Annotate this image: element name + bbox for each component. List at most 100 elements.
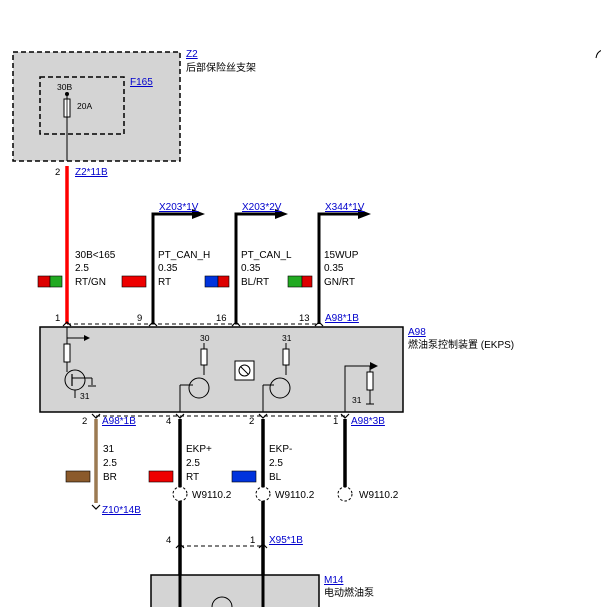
pin-number: 16 — [216, 313, 227, 324]
splice-symbol[interactable] — [255, 486, 271, 502]
top-connector-label[interactable]: A98*1B — [325, 313, 359, 324]
fuse-box-out-connector[interactable]: Z2*11B — [75, 167, 108, 178]
pin-chevron — [91, 504, 101, 510]
wire-color-code: RT — [158, 277, 171, 288]
wire-signal: EKP- — [269, 444, 292, 455]
splice-symbol[interactable] — [172, 486, 188, 502]
pump-connector-label[interactable]: X95*1B — [269, 535, 303, 546]
pin-number: 13 — [299, 313, 310, 324]
output-connector-label[interactable]: X203*2V — [242, 202, 282, 213]
pin-chevron — [258, 543, 268, 549]
ekps-name: 燃油泵控制装置 (EKPS) — [408, 338, 514, 351]
color-swatch-a — [37, 275, 51, 288]
color-swatch — [121, 275, 147, 288]
wire-signal: 31 — [103, 444, 115, 455]
pin-chevron — [175, 413, 185, 419]
color-swatch-a — [287, 275, 303, 288]
fuse-box-name: 后部保险丝支架 — [186, 61, 256, 74]
circuit-line — [344, 365, 370, 412]
wire-size: 0.35 — [241, 263, 261, 274]
color-swatch-b — [301, 275, 313, 288]
pin-number: 9 — [137, 313, 142, 324]
wire-signal: 15WUP — [324, 250, 359, 261]
arrow-head — [192, 209, 205, 219]
bottom-connector: 2 A98*1B 4 2 1 A98*3B — [82, 413, 385, 427]
bottom-wire-labels: 31 2.5 BR EKP+ 2.5 RT EKP- 2.5 BL — [65, 444, 292, 483]
pin-chevron — [258, 413, 268, 419]
sensor-circle-symbol — [238, 364, 251, 377]
wire-color-code: BL — [269, 472, 282, 483]
pin-number: 2 — [249, 416, 254, 427]
output-arrows: X203*1V X203*2V X344*1V — [151, 202, 371, 219]
ekps-body[interactable] — [39, 326, 404, 413]
splices: W9110.2 W9110.2 W9110.2 — [172, 486, 399, 502]
terminal-30-label: 30 — [200, 333, 210, 343]
resistor-symbol — [282, 348, 290, 366]
transistor-symbol — [188, 377, 210, 399]
ekps-right-circuit: 31 — [344, 362, 378, 412]
ekps-middle-circuit: 30 31 — [179, 333, 292, 412]
output-arrow-x203-1v[interactable]: X203*1V — [151, 202, 205, 219]
color-swatch-b — [49, 275, 63, 288]
fuel-pump: M14 电动燃油泵 — [150, 574, 374, 607]
wire-size: 2.5 — [269, 458, 283, 469]
output-connector-label[interactable]: X344*1V — [325, 202, 365, 213]
ekps-ref[interactable]: A98 — [408, 327, 426, 338]
arrow-shape — [151, 212, 193, 216]
pin-number: 1 — [333, 416, 338, 427]
ground-label: 31 — [352, 395, 362, 405]
wire-color-code: RT — [186, 472, 199, 483]
fuel-pump-body[interactable] — [150, 574, 320, 607]
splice-label: W9110.2 — [192, 490, 232, 501]
output-arrow-x203-2v[interactable]: X203*2V — [234, 202, 288, 219]
splice-label: W9110.2 — [275, 490, 315, 501]
wire-size: 2.5 — [75, 263, 89, 274]
pump-name: 电动燃油泵 — [324, 586, 374, 599]
fuse-holder-outline — [39, 76, 125, 135]
pin-chevron — [148, 321, 158, 327]
bottom-connector-label[interactable]: A98*1B — [102, 416, 136, 427]
arrow-shape — [234, 212, 276, 216]
fuse-box-ref[interactable]: Z2 — [186, 49, 198, 60]
circuit-line — [240, 366, 249, 375]
terminal-31-label: 31 — [282, 333, 292, 343]
ground-label: 31 — [80, 391, 90, 401]
pin-chevron — [175, 543, 185, 549]
color-swatch — [65, 470, 91, 483]
pin-number: 1 — [250, 535, 255, 546]
color-swatch-a — [204, 275, 219, 288]
pin-number: 1 — [55, 313, 60, 324]
pump-connector: 4 1 X95*1B — [166, 535, 303, 549]
resistor-symbol — [63, 343, 71, 363]
pin-number: 4 — [166, 416, 171, 427]
pin-number: 2 — [82, 416, 87, 427]
bottom-connector-label[interactable]: A98*3B — [351, 416, 385, 427]
wire-size: 0.35 — [158, 263, 178, 274]
top-wire-labels: 30B<165 2.5 RT/GN PT_CAN_H 0.35 RT PT_CA… — [37, 250, 359, 288]
top-wires — [65, 166, 321, 324]
splice-symbol[interactable] — [337, 486, 353, 502]
pin-chevron — [340, 413, 350, 419]
transistor-symbol — [269, 377, 291, 399]
wire-color-code: BR — [103, 472, 117, 483]
wire-color-code: RT/GN — [75, 277, 106, 288]
fuse-pin-label: 30B — [57, 82, 72, 92]
end-connector-label[interactable]: Z10*14B — [102, 505, 141, 516]
wire-size: 2.5 — [103, 458, 117, 469]
pump-ref[interactable]: M14 — [324, 575, 344, 586]
arrow-head — [84, 335, 90, 341]
output-connector-label[interactable]: X203*1V — [159, 202, 199, 213]
pin-number: 4 — [166, 535, 171, 546]
arrow-head — [275, 209, 288, 219]
arrow-head — [358, 209, 371, 219]
fuse-rating: 20A — [77, 101, 92, 111]
ekps-left-circuit: 31 — [63, 327, 96, 401]
wire-size: 2.5 — [186, 458, 200, 469]
fuse-box: Z2 后部保险丝支架 F165 30B 20A 2 Z2*11B — [12, 49, 256, 178]
fuse-ref[interactable]: F165 — [130, 77, 153, 88]
color-swatch — [231, 470, 257, 483]
ekps-module: A98 燃油泵控制装置 (EKPS) 31 30 — [39, 326, 514, 413]
corner-mark-icon — [595, 50, 601, 59]
output-arrow-x344-1v[interactable]: X344*1V — [317, 202, 371, 219]
